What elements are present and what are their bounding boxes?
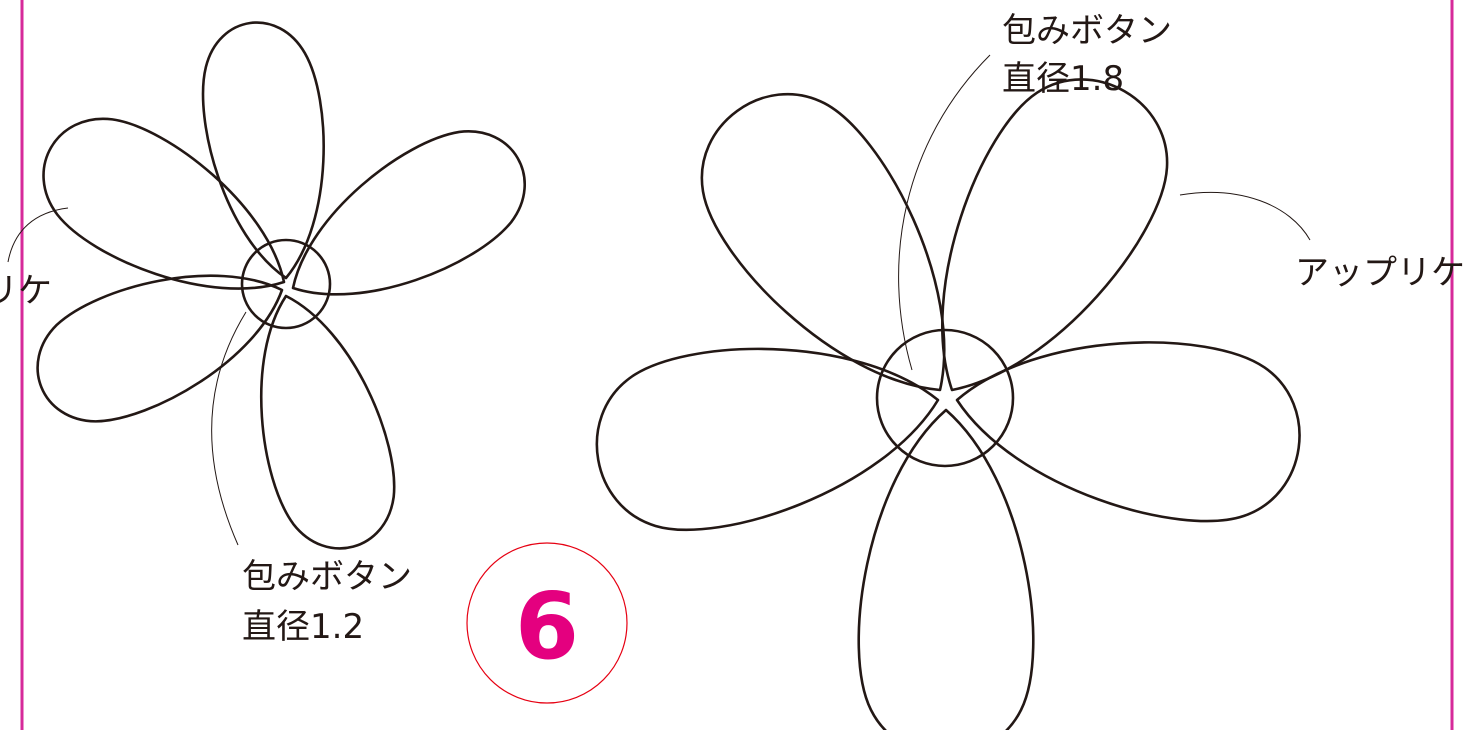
small-petal-bottom (259, 294, 396, 550)
large-petal-bottom (857, 408, 1035, 730)
large-covered-button (875, 328, 1015, 468)
leader-right-applique (1179, 191, 1311, 241)
large-flower (595, 78, 1301, 730)
left-applique-label: リケ (0, 271, 52, 311)
large-petal-right (955, 341, 1301, 523)
leader-left-button (211, 311, 247, 546)
step-badge: 6 (466, 542, 628, 704)
leader-lines (7, 54, 1311, 546)
left-button-label-line1: 包みボタン (242, 557, 412, 597)
right-button-label-line2: 直径1.8 (1002, 59, 1124, 99)
small-petal-upper-left (42, 117, 286, 290)
small-flower (36, 21, 527, 550)
small-flower-petals (36, 21, 527, 550)
small-petal-lower-left (36, 274, 284, 423)
large-flower-petals (595, 78, 1301, 730)
large-petal-upper-left (700, 92, 946, 392)
right-button-label-line1: 包みボタン (1002, 11, 1172, 51)
large-petal-left (595, 347, 940, 531)
step-number: 6 (515, 573, 579, 680)
left-button-label-line2: 直径1.2 (242, 607, 364, 647)
large-petal-upper-right (941, 78, 1169, 392)
step-badge-circle (466, 542, 628, 704)
small-petal-top (201, 21, 325, 280)
leader-right-button (898, 54, 991, 371)
small-covered-button (240, 238, 332, 330)
right-applique-label: アップリケ (1295, 253, 1465, 293)
leader-left-applique (7, 207, 69, 263)
small-petal-right (291, 130, 527, 296)
